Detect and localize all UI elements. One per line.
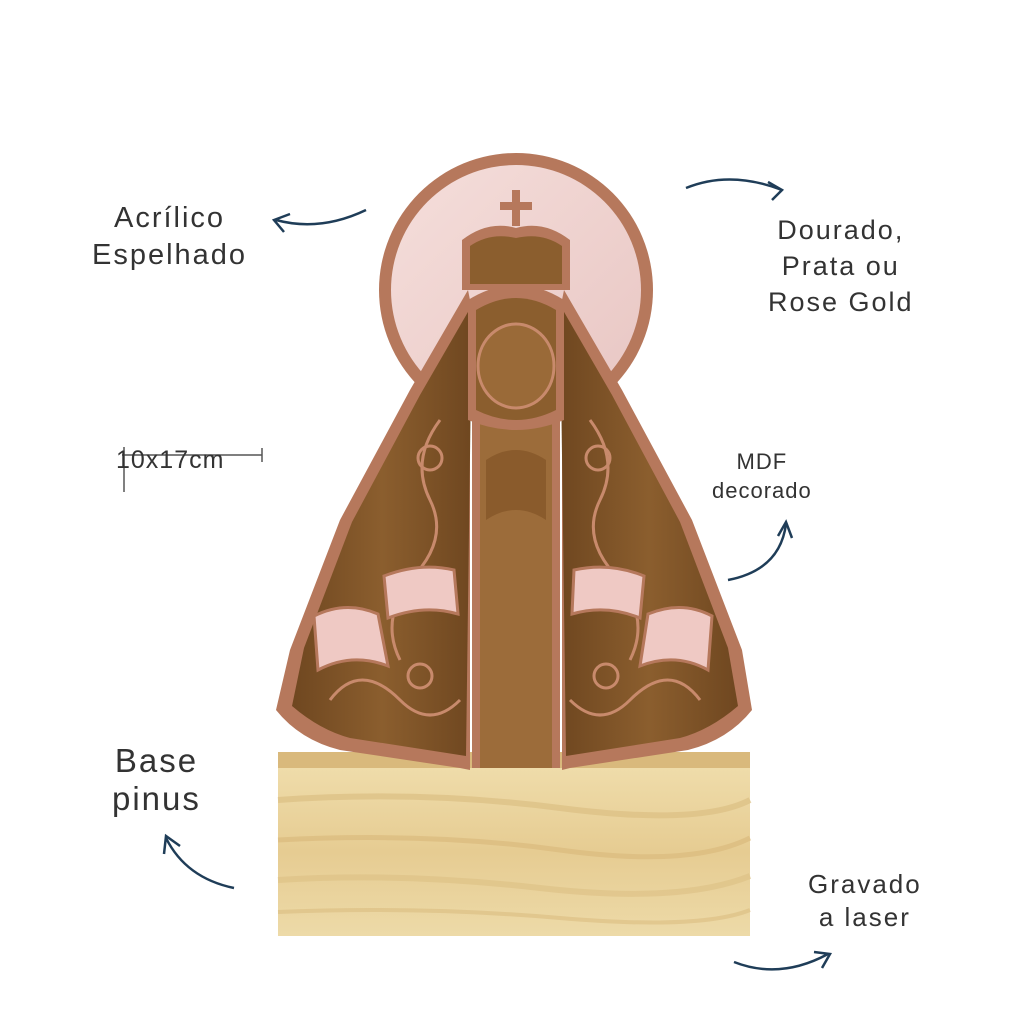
arrow-base-icon	[162, 833, 235, 890]
pine-base	[277, 752, 752, 936]
figure-head	[462, 190, 570, 430]
label-dimensions: 10x17cm	[116, 446, 225, 474]
label-mdf-line1: MDF	[736, 449, 788, 474]
label-gravado-line1: Gravado	[808, 869, 922, 899]
label-acrylic-mirror: Acrílico Espelhado	[92, 200, 247, 274]
label-acrylic-line1: Acrílico	[113, 202, 226, 234]
dimension-marker-icon	[122, 447, 263, 492]
label-acrylic-line2: Espelhado	[92, 239, 248, 272]
label-laser-engraved: Gravado a laser	[808, 868, 922, 935]
label-finish-line2: Prata ou	[781, 251, 900, 282]
label-finish-line1: Dourado,	[777, 215, 905, 245]
label-mdf-line2: decorado	[712, 477, 812, 503]
label-base-line2: pinus	[112, 779, 201, 817]
label-mdf-decorated: MDF decorado	[712, 448, 812, 505]
arrow-finish-icon	[685, 178, 785, 201]
robe	[472, 320, 560, 768]
label-gravado-line2: a laser	[818, 902, 911, 933]
arrow-gravado-icon	[733, 950, 833, 971]
label-finish-line3: Rose Gold	[768, 287, 914, 318]
label-pine-base: Base pinus	[112, 742, 201, 818]
arrow-mdf-icon	[727, 519, 794, 582]
label-finish-options: Dourado, Prata ou Rose Gold	[768, 212, 914, 321]
flags	[312, 565, 714, 673]
floral-engraving	[328, 419, 702, 717]
arrow-acrilico-icon	[271, 208, 367, 233]
label-base-line1: Base	[114, 742, 199, 779]
